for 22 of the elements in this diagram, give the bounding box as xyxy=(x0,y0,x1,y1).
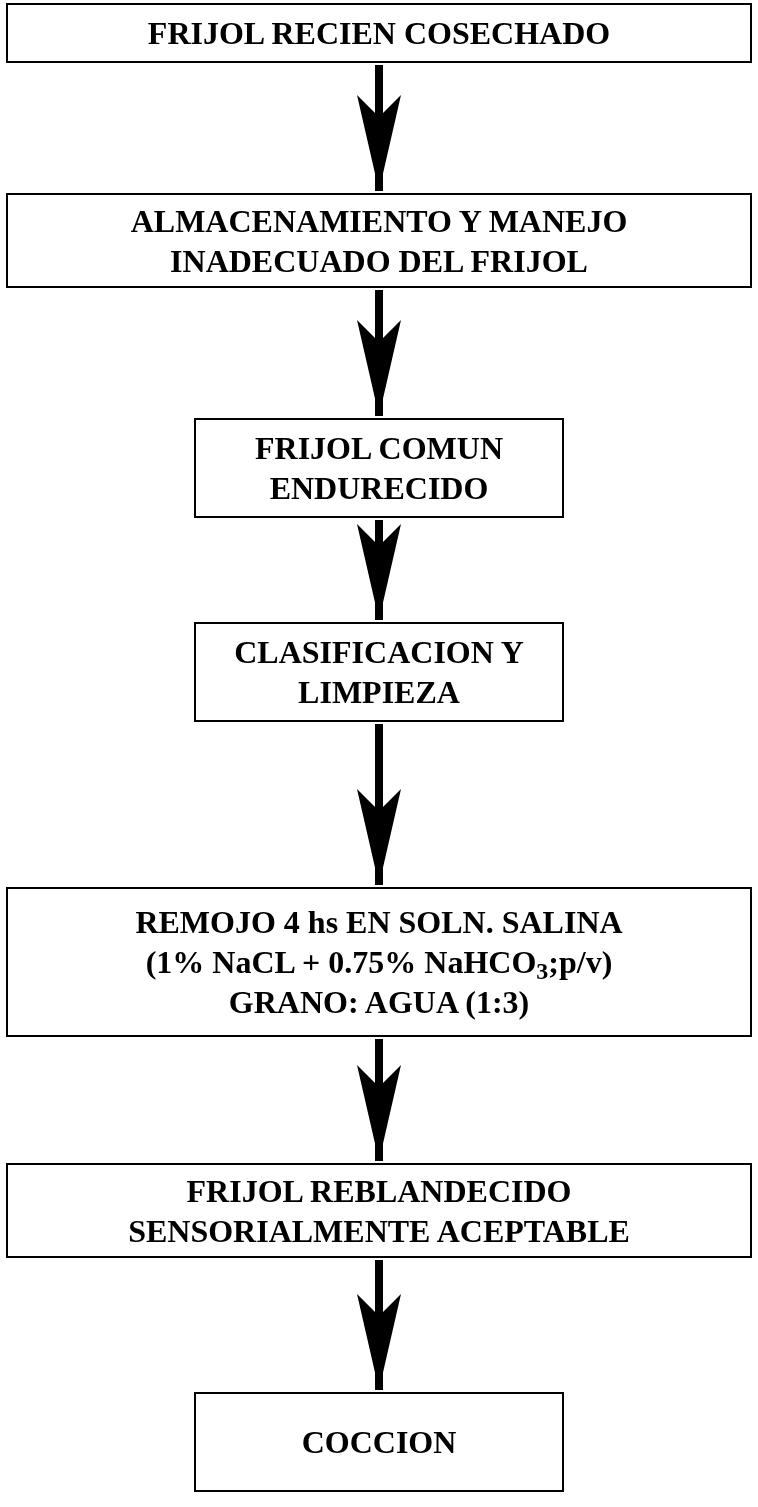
step-text: GRANO: AGUA (1:3) xyxy=(228,983,530,1022)
step-text: CLASIFICACION Y LIMPIEZA xyxy=(233,633,525,712)
process-box xyxy=(194,418,564,518)
process-box xyxy=(6,3,752,63)
process-box xyxy=(6,193,752,288)
arrow xyxy=(357,520,401,620)
step-text: REMOJO 4 hs EN SOLN. SALINA xyxy=(135,903,623,942)
step-text: FRIJOL COMUN ENDURECIDO xyxy=(254,429,504,508)
step-text: ALMACENAMIENTO Y MANEJO INADECUADO DEL FRIJOL xyxy=(129,201,629,281)
process-box xyxy=(6,887,752,1037)
step-text: FRIJOL REBLANDECIDO SENSORIALMENTE ACEPTABLE xyxy=(127,1171,631,1251)
process-box xyxy=(6,1163,752,1258)
step-text: (1% NaCL + 0.75% NaHCO$_{3}$;p/v) xyxy=(145,943,613,982)
arrow xyxy=(357,290,401,416)
process-box xyxy=(194,1392,564,1492)
step-text: FRIJOL RECIEN COSECHADO xyxy=(147,14,611,53)
arrow xyxy=(357,724,401,885)
arrow xyxy=(357,1260,401,1390)
step-text: COCCION xyxy=(301,1423,457,1462)
process-box xyxy=(194,622,564,722)
arrow xyxy=(357,1039,401,1161)
arrow xyxy=(357,65,401,191)
